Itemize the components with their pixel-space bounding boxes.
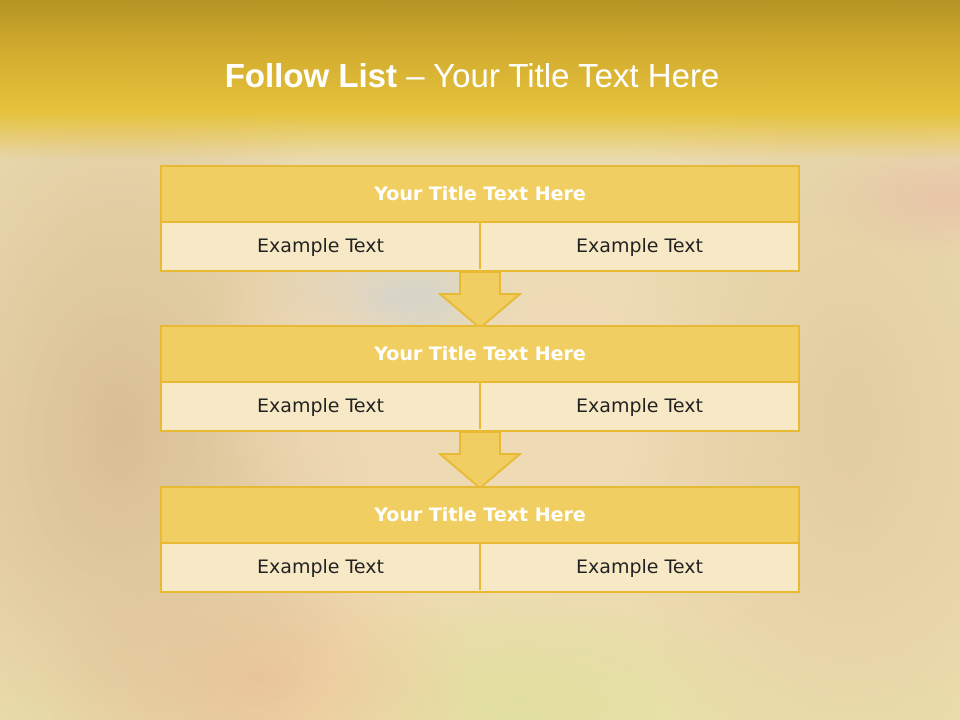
flow-block-3[interactable]: Your Title Text Here Example Text Exampl… [160,486,800,593]
flow-block-cell-left[interactable]: Example Text [162,544,479,590]
flow-block-title[interactable]: Your Title Text Here [162,167,798,223]
flow-block-row: Example Text Example Text [162,383,798,429]
slide-title[interactable]: Follow List – Your Title Text Here [0,52,944,100]
flow-block-cell-right[interactable]: Example Text [479,383,798,429]
flow-block-row: Example Text Example Text [162,544,798,590]
slide-title-strong: Follow List [224,57,398,94]
flow-block-title[interactable]: Your Title Text Here [162,327,798,383]
flow-block-2[interactable]: Your Title Text Here Example Text Exampl… [160,325,800,432]
flow-block-cell-left[interactable]: Example Text [162,223,479,269]
flow-block-cell-right[interactable]: Example Text [479,223,798,269]
flow-block-title[interactable]: Your Title Text Here [162,488,798,544]
title-band [0,0,960,160]
flow-block-1[interactable]: Your Title Text Here Example Text Exampl… [160,165,800,272]
slide-title-rest: – Your Title Text Here [397,57,720,94]
down-arrow-icon [438,272,522,330]
down-arrow-icon [438,432,522,490]
flow-block-cell-right[interactable]: Example Text [479,544,798,590]
flow-block-cell-left[interactable]: Example Text [162,383,479,429]
flow-block-row: Example Text Example Text [162,223,798,269]
